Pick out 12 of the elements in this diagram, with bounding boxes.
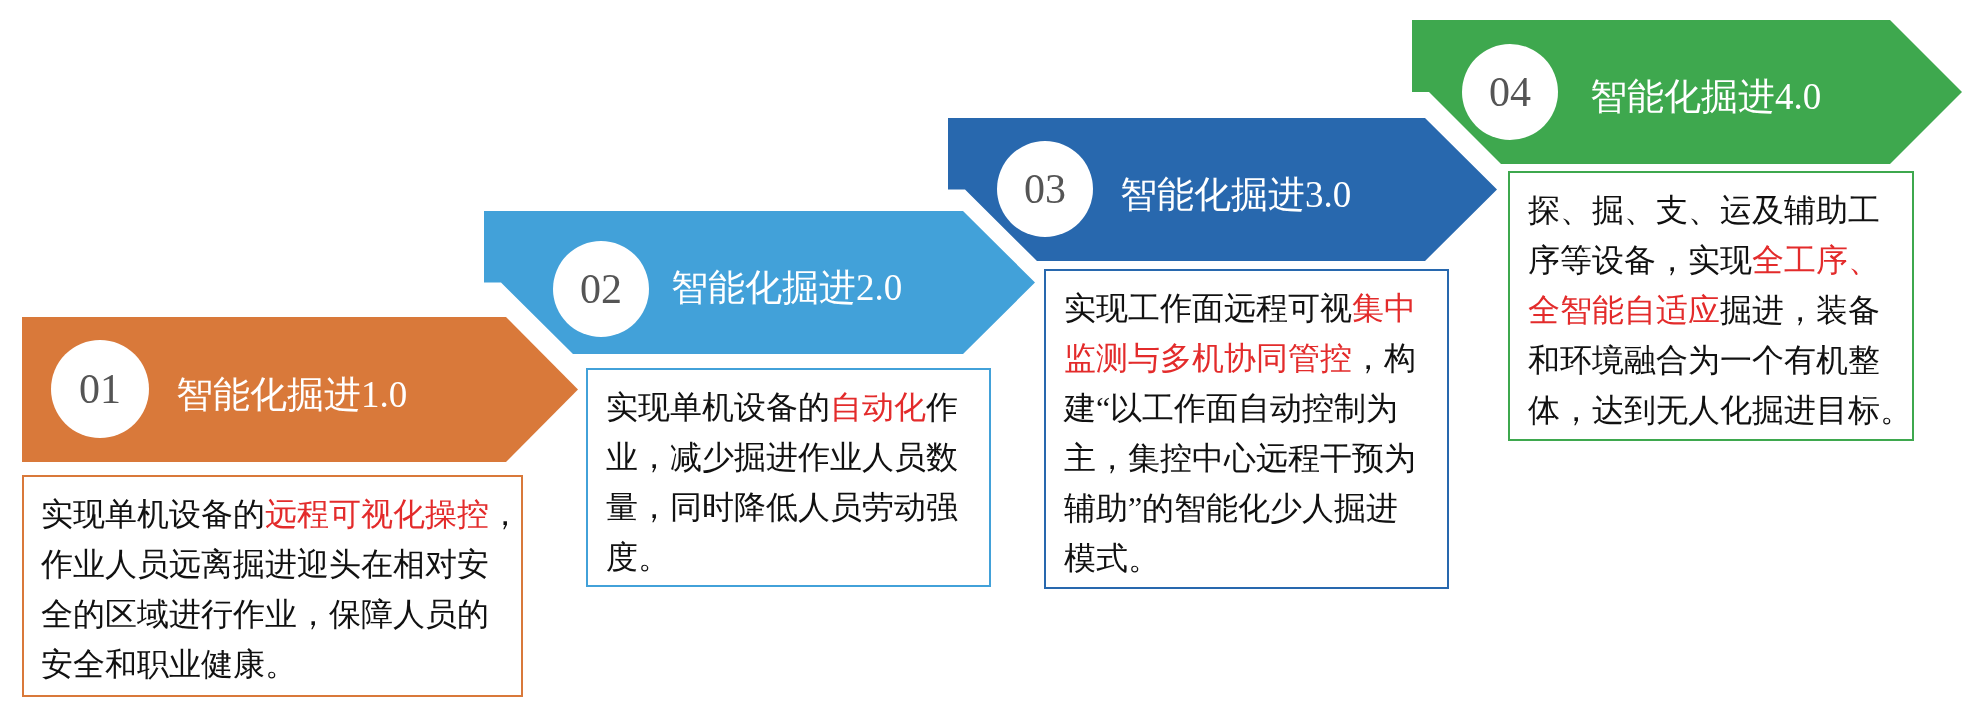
description-box: 探、掘、支、运及辅助工序等设备，实现全工序、全智能自适应掘进，装备和环境融合为一个有机整体，达到无人化掘进目标。 (1508, 171, 1914, 441)
step-title: 智能化掘进3.0 (1120, 172, 1352, 217)
step-title: 智能化掘进1.0 (176, 372, 408, 417)
step-banner (22, 317, 578, 462)
description-box: 实现工作面远程可视集中监测与多机协同管控，构建“以工作面自动控制为主，集控中心远程干预为辅助”的智能化少人掘进模式。 (1044, 269, 1449, 589)
step-banner (1412, 20, 1962, 164)
step-title: 智能化掘进4.0 (1590, 75, 1822, 119)
step-banner (484, 211, 1035, 354)
step-banner (948, 118, 1497, 261)
description-box: 实现单机设备的自动化作业，减少掘进作业人员数量，同时降低人员劳动强度。 (586, 368, 991, 587)
step-title: 智能化掘进2.0 (671, 265, 903, 310)
description-box: 实现单机设备的远程可视化操控，作业人员远离掘进迎头在相对安全的区域进行作业，保障人员的安全和职业健康。 (22, 475, 523, 697)
